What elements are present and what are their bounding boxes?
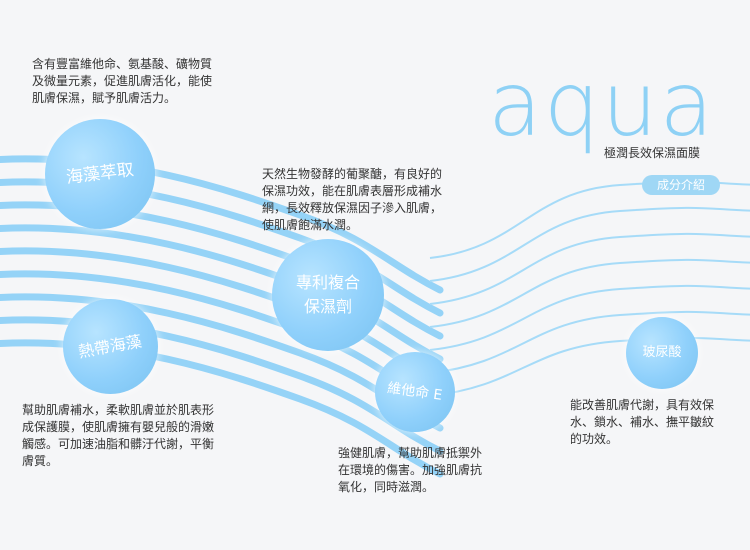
seaweed-circle: 海藻萃取 <box>45 119 155 229</box>
vitamin-e-description: 強健肌膚，幫助肌膚抵禦外 在環境的傷害。加強肌膚抗 氧化，同時滋潤。 <box>338 446 483 494</box>
vitamin-e-label: 維他命 E <box>386 380 444 404</box>
patent-description: 天然生物發酵的葡聚醣，有良好的 保濕功效，能在肌膚表層形成補水 網，長效釋放保濕… <box>262 167 443 232</box>
wave-thin-line <box>429 206 750 282</box>
vitamin-e-circle: 維他命 E <box>375 352 455 432</box>
tropical-circle: 熱帶海藻 <box>63 299 158 394</box>
patent-label: 專利複合 保濕劑 <box>295 273 360 316</box>
seaweed-label: 海藻萃取 <box>65 159 135 189</box>
tropical-description: 幫助肌膚補水，柔軟肌膚並於肌表形 成保護膜，使肌膚擁有嬰兒般的滑嫩 觸感。可加速… <box>22 403 215 468</box>
wave-thin-line <box>429 232 750 305</box>
hyaluronic-description: 能改善肌膚代謝，具有效保 水、鎖水、補水、撫平皺紋 的功效。 <box>570 398 715 446</box>
wave-thin-line <box>429 336 750 397</box>
wave-thin-line <box>429 284 750 351</box>
wave-thin-line <box>429 258 750 328</box>
tropical-label: 熱帶海藻 <box>77 331 144 361</box>
hyaluronic-label: 玻尿酸 <box>642 345 682 360</box>
hyaluronic-circle: 玻尿酸 <box>626 317 698 389</box>
brand-logo: aqua <box>488 53 716 156</box>
patent-circle: 專利複合 保濕劑 <box>272 239 384 351</box>
seaweed-description: 含有豐富維他命、氨基酸、礦物質 及微量元素，促進肌膚活化，能使 肌膚保濕，賦予肌… <box>32 57 213 105</box>
product-subtitle: 極潤長效保濕面膜 <box>604 146 701 160</box>
wave-thin-line <box>429 310 750 374</box>
ingredients-button[interactable]: 成分介紹 <box>642 175 720 195</box>
